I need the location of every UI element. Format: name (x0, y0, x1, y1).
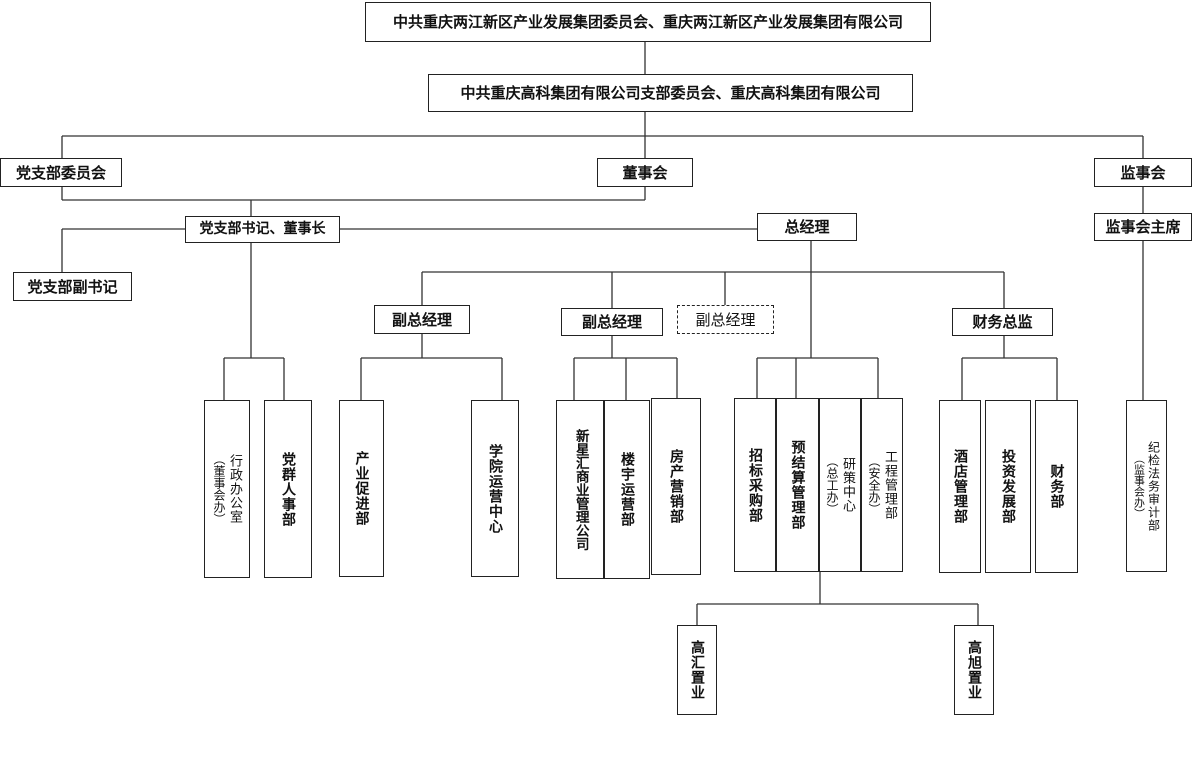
dept-name: 研策中心 (840, 457, 855, 513)
dept-name: 预结算管理部 (789, 440, 806, 530)
node-label: 监事会主席 (1105, 218, 1181, 236)
dept-name: 高旭置业 (966, 640, 982, 700)
node-label: 副总经理 (581, 313, 642, 331)
dept-procurement: 招标采购部 (734, 398, 776, 572)
node-supervisory-chair: 监事会主席 (1094, 213, 1192, 241)
node-deputy-secretary: 党支部副书记 (13, 272, 132, 301)
node-supervisory-board: 监事会 (1094, 158, 1192, 187)
dept-note: （监事会办） (1132, 453, 1146, 519)
dept-name: 投资发展部 (1000, 449, 1016, 524)
dept-discipline-law: 纪检法务审计部 （监事会办） (1126, 400, 1167, 572)
dept-name: 学院运营中心 (487, 443, 503, 534)
dept-party-hr: 党群人事部 (264, 400, 312, 578)
node-general-manager: 总经理 (757, 213, 857, 241)
node-label: 副总经理 (391, 310, 452, 329)
node-label: 总经理 (784, 218, 830, 236)
node-label: 中共重庆两江新区产业发展集团委员会、重庆两江新区产业发展集团有限公司 (392, 13, 903, 31)
dept-name: 产业促进部 (353, 451, 370, 526)
dept-finance: 财务部 (1035, 400, 1078, 573)
node-label: 董事会 (622, 163, 668, 182)
dept-name: 楼宇运营部 (619, 452, 635, 527)
dept-budget-settlement: 预结算管理部 (776, 398, 819, 572)
dept-industry-promotion: 产业促进部 (339, 400, 384, 577)
dept-name: 高汇置业 (689, 640, 705, 700)
dept-note: （董事会办） (212, 453, 226, 525)
node-board: 董事会 (597, 158, 693, 187)
dept-admin-office: 行政办公室 （董事会办） (204, 400, 250, 578)
dept-note: （安全办） (867, 455, 881, 515)
node-vp-3-vacant: 副总经理 (677, 305, 774, 334)
dept-xinxinghui: 新星汇商业管理公司 (556, 400, 604, 579)
dept-name: 房产营销部 (668, 449, 684, 524)
dept-note: （总工办） (825, 455, 839, 515)
dept-academy-ops: 学院运营中心 (471, 400, 519, 577)
dept-name: 新星汇商业管理公司 (572, 428, 589, 551)
node-party-committee: 党支部委员会 (0, 158, 122, 187)
dept-real-estate-sales: 房产营销部 (651, 398, 701, 575)
dept-hotel: 酒店管理部 (939, 400, 981, 573)
node-gaoke-company: 中共重庆高科集团有限公司支部委员会、重庆高科集团有限公司 (428, 74, 913, 112)
node-vp-2: 副总经理 (561, 308, 663, 336)
node-label: 党支部副书记 (27, 277, 118, 296)
subsidiary-gaohui: 高汇置业 (677, 625, 717, 715)
node-label: 副总经理 (695, 310, 756, 329)
dept-name: 酒店管理部 (952, 449, 968, 524)
dept-name: 财务部 (1048, 464, 1065, 509)
dept-name: 招标采购部 (747, 447, 763, 523)
node-label: 党支部书记、董事长 (199, 221, 326, 238)
node-label: 中共重庆高科集团有限公司支部委员会、重庆高科集团有限公司 (460, 84, 881, 102)
dept-name: 党群人事部 (280, 451, 296, 527)
dept-engineering: 工程管理部 （安全办） (861, 398, 903, 572)
node-label: 监事会 (1120, 163, 1166, 182)
dept-investment: 投资发展部 (985, 400, 1031, 573)
node-label: 党支部委员会 (15, 163, 106, 182)
dept-name: 纪检法务审计部 (1146, 440, 1161, 532)
dept-research-center: 研策中心 （总工办） (819, 398, 861, 572)
node-vp-1: 副总经理 (374, 305, 470, 334)
node-group-company: 中共重庆两江新区产业发展集团委员会、重庆两江新区产业发展集团有限公司 (365, 2, 931, 42)
subsidiary-gaoxu: 高旭置业 (954, 625, 994, 715)
node-cfo: 财务总监 (952, 308, 1053, 336)
node-label: 财务总监 (972, 313, 1033, 331)
node-secretary-chairman: 党支部书记、董事长 (185, 216, 340, 243)
dept-name: 工程管理部 (882, 450, 897, 520)
dept-name: 行政办公室 (227, 454, 242, 524)
dept-building-ops: 楼宇运营部 (604, 400, 650, 579)
